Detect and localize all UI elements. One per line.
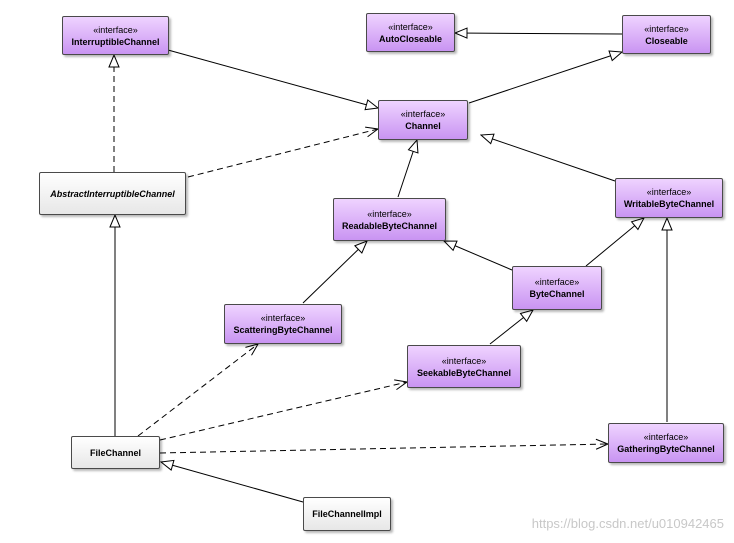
stereotype-label: «interface» xyxy=(388,21,433,32)
edge-filechannel-to-seekable xyxy=(159,382,407,441)
edge-filechannel-to-gathering xyxy=(159,444,608,454)
node-byte-channel[interactable]: «interface» ByteChannel xyxy=(512,266,602,310)
class-name: ReadableByteChannel xyxy=(341,220,438,231)
class-name: ByteChannel xyxy=(529,289,585,299)
class-name: GatheringByteChannel xyxy=(617,444,715,454)
stereotype-label: «interface» xyxy=(646,187,692,197)
stereotype-label: «interface» xyxy=(400,109,446,119)
edge-writable-to-channel xyxy=(481,135,616,182)
class-name: FileChannel xyxy=(89,447,141,458)
node-interruptible-channel[interactable]: «interface» InterruptibleChannel xyxy=(62,16,169,55)
node-gathering-byte-channel[interactable]: «interface» GatheringByteChannel xyxy=(608,423,724,463)
node-scattering-byte-channel[interactable]: «interface» ScatteringByteChannel xyxy=(224,304,342,344)
class-name: ScatteringByteChannel xyxy=(233,325,333,335)
class-name: AutoCloseable xyxy=(378,33,442,44)
class-name: InterruptibleChannel xyxy=(71,36,160,47)
stereotype-label: «interface» xyxy=(367,208,412,219)
edge-readable-to-channel xyxy=(397,140,417,198)
node-auto-closeable[interactable]: «interface» AutoCloseable xyxy=(366,13,455,52)
class-name: Channel xyxy=(405,121,441,131)
stereotype-label: «interface» xyxy=(644,23,689,34)
class-name: Closeable xyxy=(645,35,688,46)
edge-abstract-to-channel xyxy=(187,129,378,178)
edge-scattering-to-readable xyxy=(302,241,367,304)
node-channel[interactable]: «interface» Channel xyxy=(378,100,468,140)
edge-channel-to-interruptiblechannel xyxy=(167,49,378,108)
edge-filechannelimpl-to-filechannel xyxy=(161,462,304,503)
stereotype-label: «interface» xyxy=(260,313,306,323)
class-name: SeekableByteChannel xyxy=(416,367,512,378)
class-name: FileChannelImpl xyxy=(312,509,382,519)
class-name: WritableByteChannel xyxy=(623,199,715,209)
edge-bytechannel-to-writable xyxy=(585,218,644,267)
node-readable-byte-channel[interactable]: «interface» ReadableByteChannel xyxy=(333,198,446,241)
edge-bytechannel-to-readable xyxy=(444,241,513,271)
node-abstract-interruptible-channel[interactable]: AbstractInterruptibleChannel xyxy=(39,172,186,215)
edge-closeable-to-autocloseable xyxy=(455,33,623,34)
stereotype-label: «interface» xyxy=(93,24,138,35)
edge-filechannel-to-scattering xyxy=(137,344,258,437)
watermark-text: https://blog.csdn.net/u010942465 xyxy=(531,516,724,531)
stereotype-label: «interface» xyxy=(441,355,487,366)
node-file-channel-impl[interactable]: FileChannelImpl xyxy=(303,497,391,531)
stereotype-label: «interface» xyxy=(643,432,689,442)
stereotype-label: «interface» xyxy=(534,277,580,287)
node-seekable-byte-channel[interactable]: «interface» SeekableByteChannel xyxy=(407,345,521,388)
node-writable-byte-channel[interactable]: «interface» WritableByteChannel xyxy=(615,178,723,218)
edge-channel-to-closeable xyxy=(468,52,622,104)
class-name: AbstractInterruptibleChannel xyxy=(50,188,175,199)
node-file-channel[interactable]: FileChannel xyxy=(71,436,160,469)
edge-seekable-to-bytechannel xyxy=(489,310,533,345)
node-closeable[interactable]: «interface» Closeable xyxy=(622,15,711,54)
